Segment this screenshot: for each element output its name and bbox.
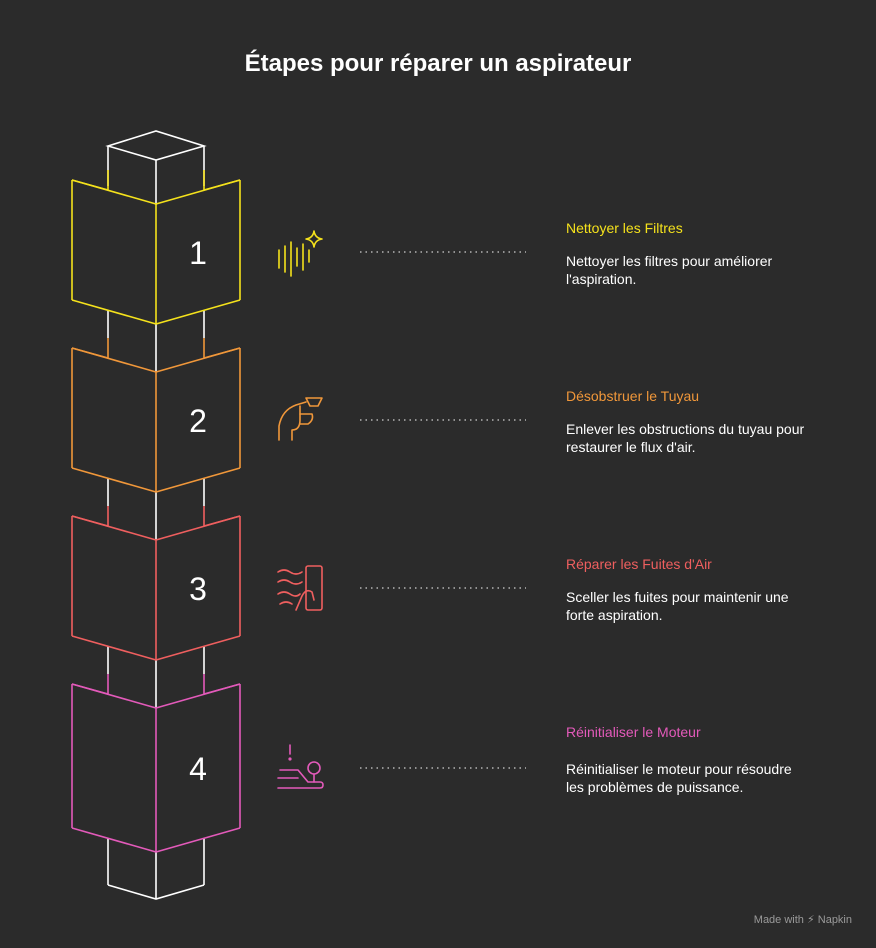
airflow-hand-icon bbox=[277, 565, 323, 611]
reset-lever-icon bbox=[277, 744, 324, 789]
hand-hose-icon bbox=[278, 397, 323, 441]
step-4-title: Réinitialiser le Moteur bbox=[566, 724, 701, 740]
filter-sparkle-icon bbox=[278, 230, 323, 277]
pillar-segment bbox=[107, 646, 205, 708]
napkin-watermark: Made with ⚡ Napkin bbox=[753, 914, 852, 926]
step-3-description: Sceller les fuites pour maintenir une fo… bbox=[566, 589, 789, 623]
step-4-number: 4 bbox=[189, 751, 207, 787]
step-1-block: 1 bbox=[71, 170, 241, 325]
step-1-title: Nettoyer les Filtres bbox=[566, 220, 683, 236]
step-4-block: 4 bbox=[71, 674, 241, 853]
step-2-block: 2 bbox=[71, 338, 241, 493]
pillar-top bbox=[105, 130, 207, 205]
step-2-description: Enlever les obstructions du tuyau pour r… bbox=[566, 421, 805, 455]
pillar-bottom bbox=[107, 838, 205, 900]
step-2-title: Désobstruer le Tuyau bbox=[566, 388, 700, 404]
step-1-description: Nettoyer les filtres pour améliorer l'as… bbox=[566, 253, 773, 287]
step-1-number: 1 bbox=[189, 235, 207, 271]
page-title: Étapes pour réparer un aspirateur bbox=[244, 50, 632, 77]
pillar-segment bbox=[107, 478, 205, 540]
step-3-title: Réparer les Fuites d'Air bbox=[566, 556, 712, 572]
step-2-number: 2 bbox=[189, 403, 207, 439]
step-3-number: 3 bbox=[189, 571, 207, 607]
step-4-description: Réinitialiser le moteur pour résoudre le… bbox=[566, 761, 792, 795]
step-3-block: 3 bbox=[71, 506, 241, 661]
pillar-segment bbox=[107, 310, 205, 372]
